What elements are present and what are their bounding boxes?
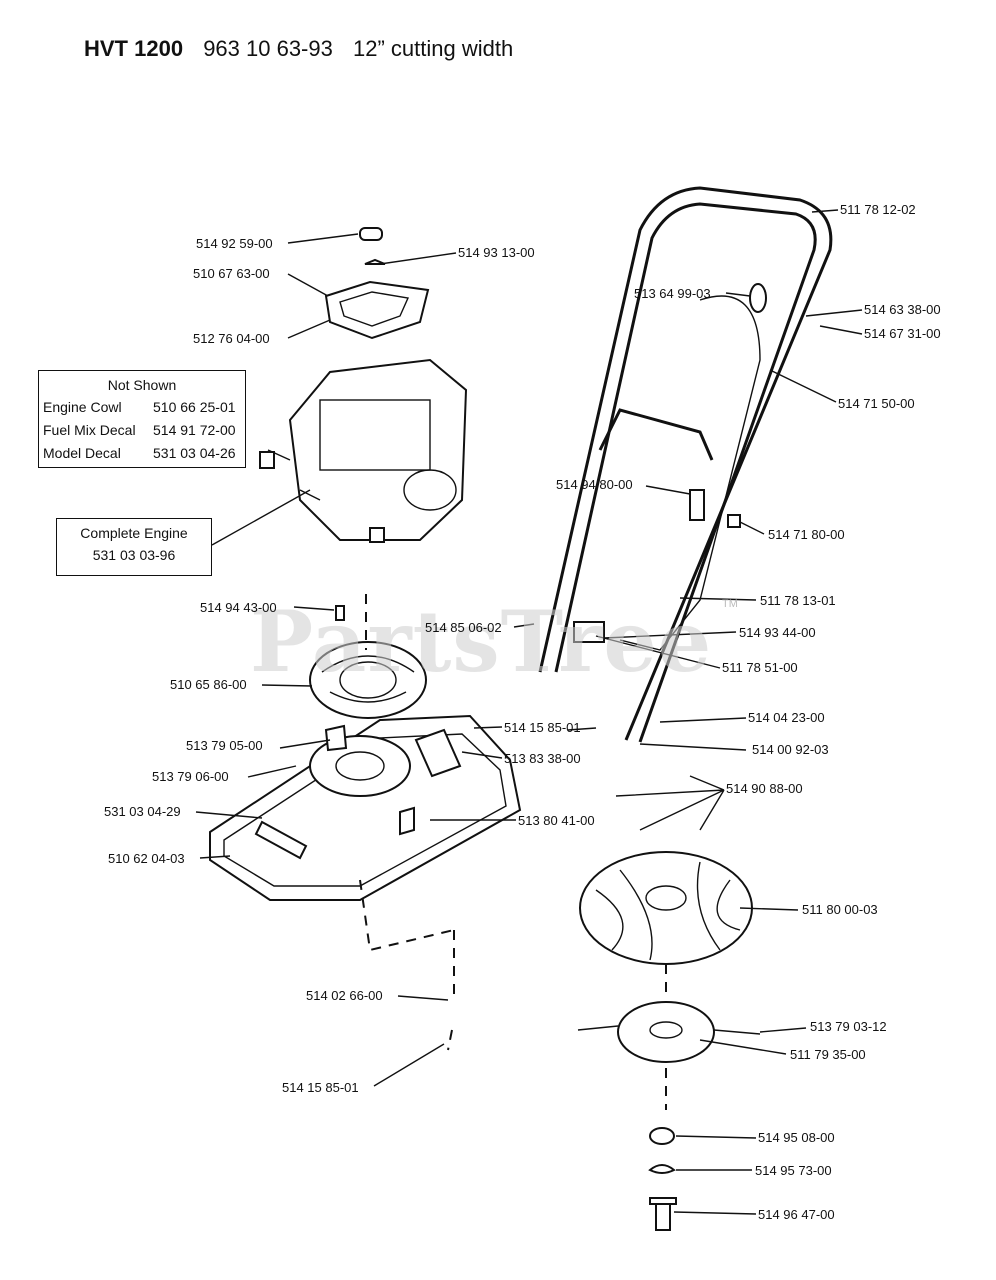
callout-label: 514 00 92-03 (752, 742, 829, 757)
complete-engine-part: 531 03 03-96 (92, 547, 176, 563)
callout-label: 513 79 03-12 (810, 1019, 887, 1034)
callout-label: 514 96 47-00 (758, 1207, 835, 1222)
callout-label: 514 95 73-00 (755, 1163, 832, 1178)
starter-assembly (309, 605, 427, 719)
not-shown-item-name: Fuel Mix Decal (43, 422, 136, 438)
callout-label: 531 03 04-29 (104, 804, 181, 819)
not-shown-box: Not Shown Engine Cowl 510 66 25-01 Fuel … (38, 370, 246, 468)
callout-label: 514 93 44-00 (739, 625, 816, 640)
callout-label: 514 94 80-00 (556, 477, 633, 492)
callout-label: 510 62 04-03 (108, 851, 185, 866)
page-title: HVT 1200 963 10 63-93 12” cutting width (84, 36, 513, 62)
callout-label: 514 02 66-00 (306, 988, 383, 1003)
not-shown-item-name: Model Decal (43, 445, 121, 461)
watermark: PartsTree (250, 592, 713, 691)
callout-label: 514 95 08-00 (758, 1130, 835, 1145)
not-shown-item-name: Engine Cowl (43, 399, 122, 415)
model-name: HVT 1200 (84, 36, 184, 61)
assembly-lines (359, 594, 667, 1110)
callout-label: 514 71 80-00 (768, 527, 845, 542)
callout-label: 510 67 63-00 (193, 266, 270, 281)
not-shown-item: Fuel Mix Decal 514 91 72-00 (43, 422, 236, 438)
leader-lines (195, 209, 863, 1215)
callout-label: 513 80 41-00 (518, 813, 595, 828)
watermark-tm: TM (722, 598, 738, 610)
impeller-and-cutter (577, 851, 761, 1231)
callout-label: 511 78 51-00 (722, 660, 798, 675)
not-shown-item: Engine Cowl 510 66 25-01 (43, 399, 236, 415)
callout-label: 514 94 43-00 (200, 600, 277, 615)
callout-label: 511 80 00-03 (802, 902, 878, 917)
not-shown-item: Model Decal 531 03 04-26 (43, 445, 236, 461)
handle-assembly (538, 186, 833, 743)
callout-label: 514 04 23-00 (748, 710, 825, 725)
not-shown-title: Not Shown (107, 377, 177, 393)
not-shown-item-part: 531 03 04-26 (153, 445, 236, 461)
engine-cover-parts (324, 227, 430, 340)
callout-label: 514 15 85-01 (504, 720, 581, 735)
callout-label: 511 79 35-00 (790, 1047, 866, 1062)
callout-label: 510 65 86-00 (170, 677, 247, 692)
not-shown-item-part: 510 66 25-01 (153, 399, 236, 415)
complete-engine-box: Complete Engine 531 03 03-96 (56, 518, 212, 576)
engine-assembly (259, 358, 468, 543)
complete-engine-title: Complete Engine (80, 525, 188, 541)
callout-label: 514 71 50-00 (838, 396, 915, 411)
model-part-number: 963 10 63-93 (203, 36, 333, 61)
callout-label: 511 78 13-01 (760, 593, 836, 608)
callout-label: 514 15 85-01 (282, 1080, 359, 1095)
callout-label: 512 76 04-00 (193, 331, 270, 346)
callout-label: 514 63 38-00 (864, 302, 941, 317)
callout-label: 513 83 38-00 (504, 751, 581, 766)
callout-label: 513 79 05-00 (186, 738, 263, 753)
callout-label: 513 79 06-00 (152, 769, 229, 784)
callout-label: 514 67 31-00 (864, 326, 941, 341)
deck-housing (209, 714, 522, 901)
callout-label: 511 78 12-02 (840, 202, 916, 217)
callout-label: 513 64 99-03 (634, 286, 711, 301)
not-shown-item-part: 514 91 72-00 (153, 422, 236, 438)
callout-label: 514 90 88-00 (726, 781, 803, 796)
cutting-width: 12” cutting width (352, 36, 514, 61)
callout-label: 514 92 59-00 (196, 236, 273, 251)
callout-label: 514 93 13-00 (458, 245, 535, 260)
callout-label: 514 85 06-02 (425, 620, 502, 635)
